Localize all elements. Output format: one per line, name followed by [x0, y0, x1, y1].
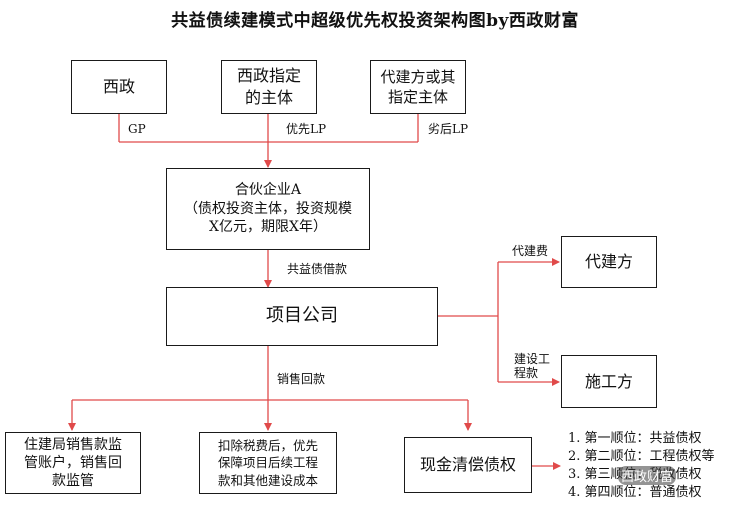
deduct-tax-box: 扣除税费后，优先 保障项目后续工程 款和其他建设成本 — [199, 432, 337, 494]
supervision-line-3: 款监管 — [52, 473, 94, 490]
diagram-title: 共益债续建模式中超级优先权投资架构图by西政财富 — [171, 11, 579, 31]
agent-line-1: 代建方或其 — [380, 67, 456, 86]
designated-line-1: 西政指定 — [236, 66, 301, 86]
watermark: 西政财富 — [618, 466, 677, 485]
loan-label: 共益债借款 — [287, 262, 348, 276]
partnership-line-2: （债权投资主体，投资规模 — [184, 200, 352, 217]
xizheng-label: 西政 — [102, 77, 135, 97]
priority-item-1: 1. 第一顺位：共益债权 — [568, 431, 702, 446]
gp-label: GP — [128, 122, 146, 136]
designated-entity-box: 西政指定 的主体 — [221, 60, 317, 114]
deduct-line-3: 款和其他建设成本 — [217, 472, 318, 488]
project-company-box: 项目公司 — [166, 287, 438, 346]
sales-return-label: 销售回款 — [277, 372, 326, 386]
deduct-line-1: 扣除税费后，优先 — [217, 437, 318, 453]
partnership-line-1: 合伙企业A — [234, 181, 302, 198]
cash-settlement-box: 现金清偿债权 — [404, 437, 532, 493]
xizheng-box: 西政 — [71, 60, 167, 114]
daijian-label: 代建方 — [584, 252, 633, 272]
daijian-box: 代建方 — [561, 236, 657, 288]
agent-line-2: 指定主体 — [387, 88, 448, 106]
supervision-line-2: 管账户，销售回 — [24, 454, 122, 471]
cash-settlement-label: 现金清偿债权 — [419, 455, 516, 475]
agent-builder-box: 代建方或其 指定主体 — [370, 60, 466, 114]
construction-fee-line-1: 建设工 — [514, 352, 551, 366]
deduct-line-2: 保障项目后续工程 — [217, 455, 318, 471]
designated-line-2: 的主体 — [244, 88, 293, 107]
priority-lp-label: 优先LP — [286, 122, 327, 136]
supervision-account-box: 住建局销售款监 管账户，销售回 款监管 — [5, 432, 141, 494]
shigong-box: 施工方 — [561, 355, 657, 408]
partnership-line-3: X亿元，期限X年） — [209, 219, 327, 236]
priority-item-2: 2. 第二顺位：工程债权等 — [568, 449, 715, 464]
construction-fee-line-2: 程款 — [514, 366, 539, 381]
priority-item-4: 4. 第四顺位：普通债权 — [568, 485, 702, 500]
shigong-label: 施工方 — [584, 371, 633, 391]
daijian-fee-label: 代建费 — [512, 244, 549, 258]
supervision-line-1: 住建局销售款监 — [24, 436, 122, 453]
partnership-box: 合伙企业A （债权投资主体，投资规模 X亿元，期限X年） — [166, 168, 370, 250]
project-company-label: 项目公司 — [266, 305, 338, 327]
construction-fee-label: 建设工 程款 — [514, 352, 550, 381]
junior-lp-label: 劣后LP — [428, 122, 469, 136]
